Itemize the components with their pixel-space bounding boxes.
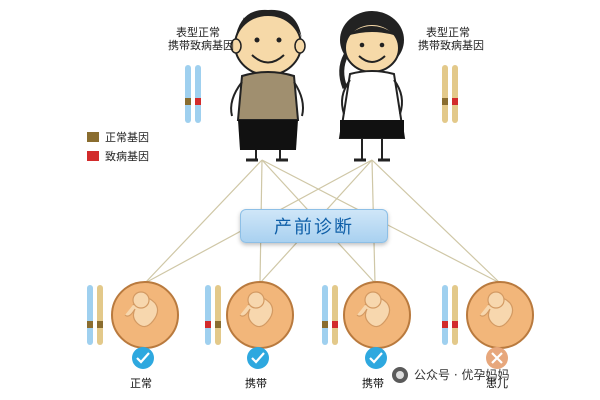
legend-label-disease: 致病基因 — [105, 150, 149, 163]
legend-swatch-disease — [87, 151, 99, 161]
offspring-1 — [87, 281, 179, 349]
father-label-line2: 携带致病基因 — [168, 39, 234, 52]
legend-label-normal: 正常基因 — [105, 131, 149, 144]
father-label-line1: 表型正常 — [176, 26, 220, 39]
mother-label-line2: 携带致病基因 — [418, 39, 484, 52]
check-icon — [365, 347, 387, 369]
offspring-2 — [205, 281, 294, 349]
offspring-3 — [322, 281, 411, 349]
wechat-icon — [392, 366, 408, 383]
prenatal-diagnosis-box: 产前诊断 — [240, 209, 388, 243]
check-icon — [247, 347, 269, 369]
mother-chromosome-pair — [442, 65, 458, 123]
cross-icon — [486, 347, 508, 369]
center-label: 产前诊断 — [274, 217, 354, 238]
mother-label: 表型正常 携带致病基因 — [418, 26, 484, 52]
father-chromosome-pair — [185, 65, 201, 123]
outcome-label-4: 患儿 — [486, 377, 508, 390]
outcome-label-3: 携带 — [362, 377, 384, 390]
watermark: 公众号 · 优孕妈妈 — [392, 366, 509, 383]
legend-normal-gene: 正常基因 — [87, 129, 149, 145]
watermark-text: 公众号 · 优孕妈妈 — [414, 368, 510, 382]
outcome-label-2: 携带 — [245, 377, 267, 390]
legend-disease-gene: 致病基因 — [87, 148, 149, 164]
father-figure — [230, 9, 306, 162]
offspring-4 — [442, 281, 534, 349]
mother-label-line1: 表型正常 — [426, 26, 470, 39]
mother-figure — [338, 11, 406, 162]
father-label: 表型正常 携带致病基因 — [168, 26, 234, 52]
outcome-label-1: 正常 — [130, 377, 152, 390]
legend-swatch-normal — [87, 132, 99, 142]
check-icon — [132, 347, 154, 369]
